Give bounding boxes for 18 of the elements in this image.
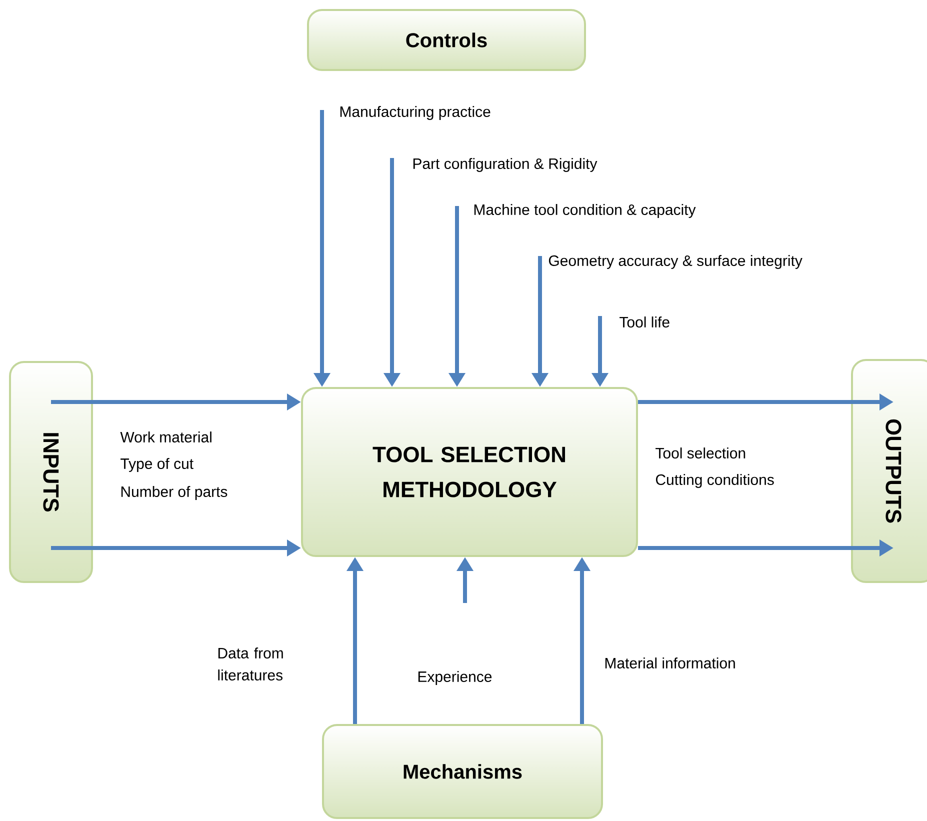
edge-label: Data from literatures	[218, 648, 283, 680]
process-box: TOOL SELECTION METHODOLOGY	[301, 387, 638, 557]
edge-label: Tool life	[620, 316, 670, 328]
text-label: Tool selection	[656, 448, 746, 458]
edge-label: Material information	[605, 658, 735, 668]
text-label: Type of cut	[120, 458, 194, 472]
text-label: Work material	[120, 432, 212, 442]
process-box: INPUTS	[9, 361, 93, 583]
edge-label: Manufacturing practice	[340, 106, 490, 120]
text-label: Number of parts	[121, 486, 228, 500]
process-box: Mechanisms	[322, 724, 603, 819]
process-box: OUTPUTS	[851, 359, 927, 583]
process-box: Controls	[307, 9, 586, 71]
edge-label: Geometry accuracy & surface integrity	[548, 255, 802, 269]
edge-label: Part configuration & Rigidity	[413, 158, 598, 172]
text-label: Cutting conditions	[656, 474, 774, 488]
edge-label: Experience	[418, 671, 492, 685]
edge-label: Machine tool condition & capacity	[474, 204, 696, 218]
